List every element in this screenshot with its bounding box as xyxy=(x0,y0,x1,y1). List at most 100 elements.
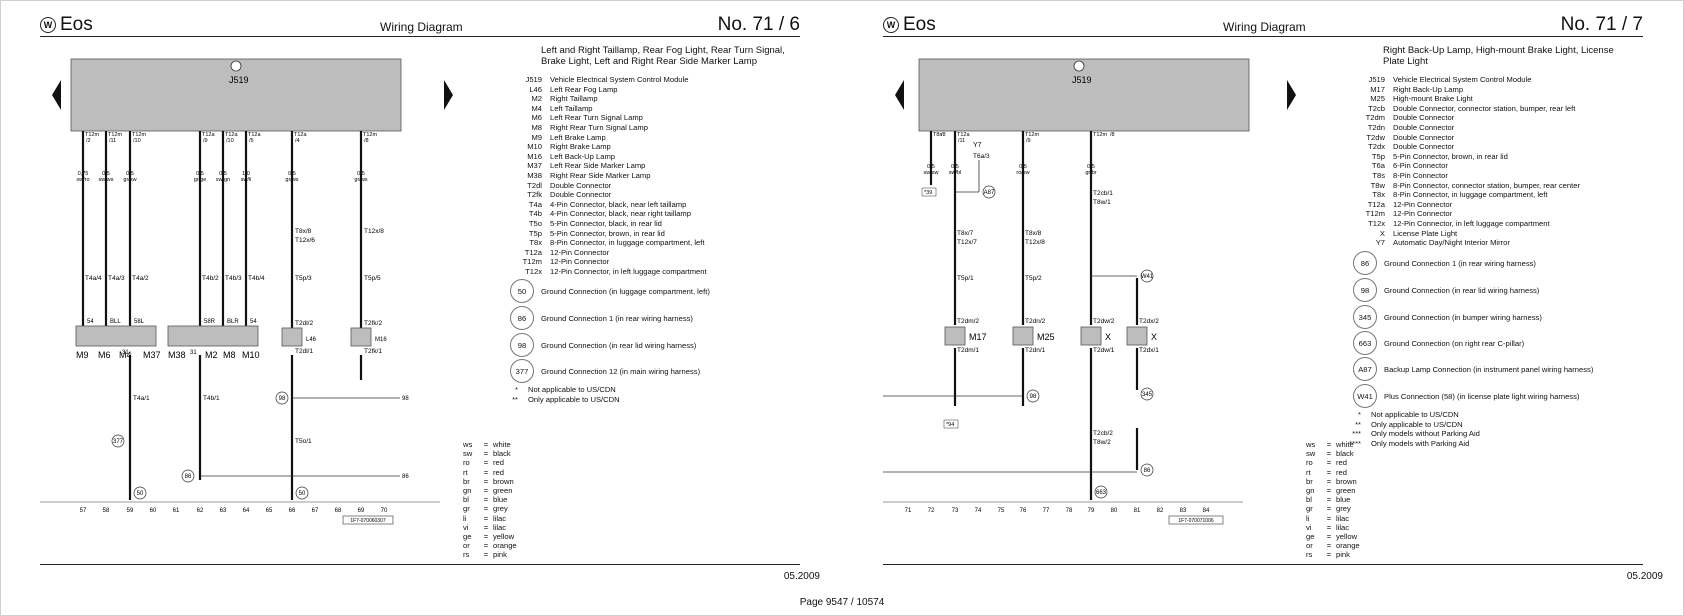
svg-text:98: 98 xyxy=(1030,394,1037,400)
svg-text:/9: /9 xyxy=(1026,138,1031,144)
footnote: **Only applicable to US/CDN xyxy=(512,394,620,404)
diagram-code: 1F7-070060307 xyxy=(350,518,386,524)
svg-text:0,5: 0,5 xyxy=(1087,164,1095,170)
connector-ref: T4b/1 xyxy=(203,395,220,402)
wire-pin-label: /2 xyxy=(86,138,91,144)
connector-ref: T8x/8 xyxy=(295,228,312,235)
ground-badge: 86 xyxy=(510,306,534,330)
module-label: J519 xyxy=(1072,75,1092,85)
diagram-number: No. 71 / 6 xyxy=(717,14,800,35)
svg-text:T2dm/1: T2dm/1 xyxy=(957,347,979,354)
component-label: M6 xyxy=(98,350,111,360)
svg-text:66: 66 xyxy=(289,508,296,514)
connector-ref: T5p/5 xyxy=(364,275,381,282)
page-counter: Page 9547 / 10574 xyxy=(799,597,885,608)
wire-color: sw/ro xyxy=(76,177,89,183)
svg-text:/8: /8 xyxy=(1110,132,1115,138)
wire-conn-label: T12m xyxy=(108,132,122,138)
control-module-j519 xyxy=(918,58,1250,132)
svg-text:0,5: 0,5 xyxy=(951,164,959,170)
inline-label: 31 xyxy=(190,350,197,356)
svg-text:T2dw/1: T2dw/1 xyxy=(1093,347,1115,354)
inline-label: 54 xyxy=(250,319,257,325)
svg-text:T8w/1: T8w/1 xyxy=(1093,199,1111,206)
ground-badge: 377 xyxy=(510,359,534,383)
wire-connector-labels: T8s /8 T12a /11 T12m /9 T12m /8 xyxy=(933,132,1115,144)
connector-ref: T4b/2 xyxy=(202,275,219,282)
ground-symbols: 377 86 98 50 50 xyxy=(111,391,309,500)
ground-ref: 86 xyxy=(185,474,192,480)
component-label: M9 xyxy=(76,350,89,360)
diagram-code-box xyxy=(342,515,394,525)
wire-size: 0,5 xyxy=(219,171,227,177)
component-labels: M9 M6 M4 M37 M38 M2 M8 M10 xyxy=(76,350,260,360)
footnote: *Not applicable to US/CDN xyxy=(515,385,616,394)
footnotes: *Not applicable to US/CDN **Only applica… xyxy=(1331,410,1480,448)
wire-conn-label: T12m xyxy=(132,132,146,138)
svg-text:70: 70 xyxy=(381,508,388,514)
connector-ref: T2fk/2 xyxy=(364,320,382,327)
wire-color: sw/ws xyxy=(99,177,114,183)
wiring-diagram-left: J519 T12m /2 T12m /11 T12m /10 xyxy=(40,58,440,525)
prev-page-arrow-icon[interactable] xyxy=(895,80,904,110)
svg-text:W41: W41 xyxy=(1141,274,1154,280)
svg-text:69: 69 xyxy=(358,508,365,514)
model-name: Eos xyxy=(903,14,936,35)
ground-badge: 50 xyxy=(510,279,534,303)
svg-text:0,5: 0,5 xyxy=(1019,164,1027,170)
ground-badge: A87 xyxy=(1353,357,1377,381)
svg-text:68: 68 xyxy=(335,508,342,514)
inline-label: 31 xyxy=(122,350,129,356)
wiring-sheet-left: W Eos Wiring Diagram No. 71 / 6 J519 xyxy=(40,0,820,600)
wire-group xyxy=(929,131,1139,500)
component-label: M37 xyxy=(143,350,161,360)
document-type: Wiring Diagram xyxy=(380,20,463,34)
prev-page-arrow-icon[interactable] xyxy=(52,80,61,110)
module-chip-icon xyxy=(1073,60,1085,72)
svg-text:T6a/3: T6a/3 xyxy=(973,153,990,160)
connector-refs: T8x/8 T12x/6 T12x/8 T4a/4 T4a/3 T4a/2 T4… xyxy=(85,228,384,445)
sheet-date: 05.2009 xyxy=(783,571,820,582)
sheet-header: W Eos Wiring Diagram No. 71 / 7 xyxy=(883,14,1643,36)
diagram-title: Right Back-Up Lamp, High-mount Brake Lig… xyxy=(1383,45,1614,67)
ground-badge: 98 xyxy=(510,333,534,357)
svg-text:X: X xyxy=(1151,332,1157,342)
next-page-arrow-icon[interactable] xyxy=(444,80,453,110)
svg-text:*94: *94 xyxy=(946,422,954,428)
wire-pin-label: /10 xyxy=(133,138,141,144)
svg-text:60: 60 xyxy=(150,508,157,514)
wire-size: 0,5 xyxy=(102,171,110,177)
wire-pin-label: /11 xyxy=(109,138,116,144)
ground-bus-lines xyxy=(883,160,1137,473)
wire-color: gr/sw xyxy=(123,177,136,183)
wire-color: gr/ws xyxy=(354,177,367,183)
svg-text:T2cb/1: T2cb/1 xyxy=(1093,190,1113,197)
next-page-arrow-icon[interactable] xyxy=(1287,80,1296,110)
wire-color: sw/li xyxy=(241,177,252,183)
connector-ref: T2dl/2 xyxy=(295,320,313,327)
wire-size: 0,75 xyxy=(78,171,89,177)
wire-conn-label: T12a xyxy=(202,132,215,138)
svg-text:0,5: 0,5 xyxy=(927,164,935,170)
svg-text:T8w/2: T8w/2 xyxy=(1093,439,1111,446)
wire-pin-label: /10 xyxy=(226,138,234,144)
wire-size: 1,0 xyxy=(242,171,250,177)
svg-text:57: 57 xyxy=(80,508,87,514)
component-label: M4 xyxy=(119,350,132,360)
footnote: ****Only models with Parking Aid xyxy=(1349,438,1470,448)
wire-pin-label: /4 xyxy=(295,138,300,144)
